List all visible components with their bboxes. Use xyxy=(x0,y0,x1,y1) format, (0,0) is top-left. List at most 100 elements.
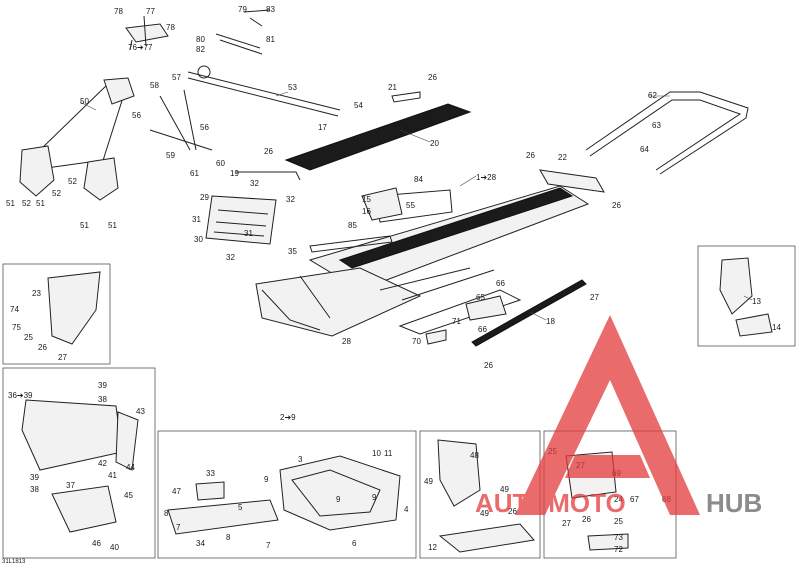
callout-15: 15 xyxy=(362,195,371,204)
callout-78: 78 xyxy=(114,7,123,16)
callout-46: 46 xyxy=(92,539,101,548)
callout-8-left: 8 xyxy=(164,509,169,518)
callout-65: 65 xyxy=(476,293,485,302)
callout-9-mid: 9 xyxy=(336,495,341,504)
callout-84: 84 xyxy=(414,175,423,184)
callout-33: 33 xyxy=(206,469,215,478)
steering-arm-part xyxy=(149,89,213,151)
callout-21: 21 xyxy=(388,83,397,92)
callout-72: 72 xyxy=(614,545,623,554)
callout-52-a: 52 xyxy=(68,177,77,186)
callout-56-right: 56 xyxy=(200,123,209,132)
callout-10: 10 xyxy=(372,449,381,458)
inset-box-footrest xyxy=(2,367,156,559)
callout-49-left: 49 xyxy=(424,477,433,486)
callout-25-inset: 25 xyxy=(24,333,33,342)
callout-40: 40 xyxy=(110,543,119,552)
inset-box-steering-support xyxy=(2,263,111,365)
callout-labels: 78 77 78 76➔77 79 83 80 81 82 57 58 53 5… xyxy=(6,5,781,554)
bracket-33 xyxy=(195,481,225,501)
callout-24: 24 xyxy=(614,495,623,504)
callout-35: 35 xyxy=(288,247,297,256)
steering-support-23 xyxy=(47,271,101,345)
callout-17: 17 xyxy=(318,123,327,132)
callout-39-bottom: 39 xyxy=(30,473,39,482)
callout-60: 60 xyxy=(216,159,225,168)
callout-32-c: 32 xyxy=(226,253,235,262)
callout-43: 43 xyxy=(136,407,145,416)
callout-7-left: 7 xyxy=(176,523,181,532)
rear-bracket-48 xyxy=(437,439,481,507)
callout-34: 34 xyxy=(196,539,205,548)
heat-exchanger-part xyxy=(205,195,277,245)
main-chassis-part xyxy=(255,185,590,337)
rear-bumper-part xyxy=(585,91,749,175)
callout-27-bar: 27 xyxy=(590,293,599,302)
callout-18: 18 xyxy=(546,317,555,326)
callout-8-right: 8 xyxy=(226,533,231,542)
callout-63: 63 xyxy=(652,121,661,130)
callout-50: 50 xyxy=(80,97,89,106)
callout-57: 57 xyxy=(172,73,181,82)
callout-32-b: 32 xyxy=(286,195,295,204)
callout-61: 61 xyxy=(190,169,199,178)
callout-9-right: 9 xyxy=(372,493,377,502)
callout-13: 13 xyxy=(752,297,761,306)
callout-2-9: 2➔9 xyxy=(280,413,296,422)
callout-62: 62 xyxy=(648,91,657,100)
callout-9-left: 9 xyxy=(264,475,269,484)
callout-23: 23 xyxy=(32,289,41,298)
callout-14: 14 xyxy=(772,323,781,332)
callout-81: 81 xyxy=(266,35,275,44)
front-frame-inner xyxy=(291,469,381,517)
bracket-15 xyxy=(361,187,403,221)
callout-66-b: 66 xyxy=(478,325,487,334)
callout-19: 19 xyxy=(230,169,239,178)
callout-38-top: 38 xyxy=(98,395,107,404)
plate-70 xyxy=(425,329,447,345)
callout-48: 48 xyxy=(470,451,479,460)
callout-47: 47 xyxy=(172,487,181,496)
callout-27-inset: 27 xyxy=(58,353,67,362)
callout-25-light-bottom: 25 xyxy=(614,517,623,526)
callout-31-b: 31 xyxy=(244,229,253,238)
callout-11: 11 xyxy=(384,449,393,458)
callout-31-a: 31 xyxy=(192,215,201,224)
callout-79: 79 xyxy=(238,5,247,14)
watermark-text-right: HUB xyxy=(706,488,762,518)
callout-6: 6 xyxy=(352,539,357,548)
steering-bracket-part xyxy=(125,15,169,51)
bumper-bar-19 xyxy=(236,171,301,181)
callout-26-inset: 26 xyxy=(38,343,47,352)
callout-51-a: 51 xyxy=(6,199,15,208)
callout-51-b: 51 xyxy=(36,199,45,208)
strip-85 xyxy=(309,235,393,253)
automotohub-watermark: AUTOMOTO HUB xyxy=(475,315,762,518)
callout-44: 44 xyxy=(126,463,135,472)
callout-12: 12 xyxy=(428,543,437,552)
callout-36-39: 36➔39 xyxy=(8,391,33,400)
skid-plate-12 xyxy=(438,523,535,553)
callout-80: 80 xyxy=(196,35,205,44)
callout-27-light-bottom: 27 xyxy=(562,519,571,528)
callout-26-bracket: 26 xyxy=(508,507,517,516)
callout-41: 41 xyxy=(108,471,117,480)
skid-plate-5 xyxy=(167,499,279,535)
callout-39-top: 39 xyxy=(98,381,107,390)
callout-58: 58 xyxy=(150,81,159,90)
callout-29: 29 xyxy=(200,193,209,202)
callout-45: 45 xyxy=(124,491,133,500)
light-lens-72 xyxy=(587,533,629,551)
callout-26-rail: 26 xyxy=(264,147,273,156)
callout-78-right: 78 xyxy=(166,23,175,32)
leader-lines xyxy=(79,91,753,321)
footrest-side-43 xyxy=(115,411,139,471)
callout-83: 83 xyxy=(266,5,275,14)
callout-74: 74 xyxy=(10,305,19,314)
callout-42: 42 xyxy=(98,459,107,468)
front-frame-3 xyxy=(279,455,401,531)
callout-76-77: 76➔77 xyxy=(128,43,153,52)
steering-support-part xyxy=(19,77,135,201)
callout-5: 5 xyxy=(238,503,243,512)
callout-16: 16 xyxy=(362,207,371,216)
